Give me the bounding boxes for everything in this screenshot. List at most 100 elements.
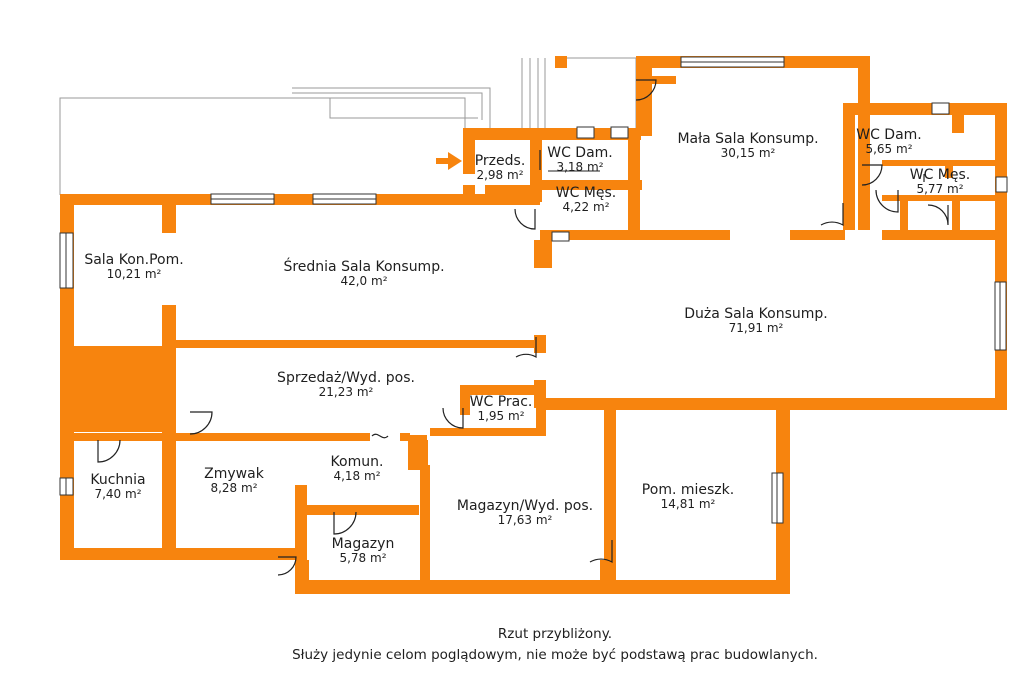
room-label-komun: Komun.4,18 m²	[331, 454, 384, 484]
wall-segment	[580, 230, 730, 240]
wall-segment	[555, 56, 567, 68]
wall-segment	[843, 103, 1007, 115]
room-area: 4,22 m²	[562, 200, 610, 215]
room-name: Magazyn	[331, 536, 395, 552]
room-name: Magazyn/Wyd. pos.	[456, 498, 594, 514]
wall-segment	[430, 428, 546, 436]
room-area: 10,21 m²	[106, 267, 162, 282]
wall-segment	[295, 580, 790, 594]
room-name: Duża Sala Konsump.	[684, 306, 828, 322]
wall-segment	[463, 128, 475, 174]
wall-segment	[540, 230, 600, 240]
room-area: 7,40 m²	[94, 487, 142, 502]
wall-segment	[534, 335, 546, 353]
wall-segment	[463, 185, 475, 205]
wall-segment	[843, 103, 855, 230]
wall-segment	[60, 440, 74, 560]
room-name: WC Męs.	[909, 167, 971, 183]
wall-segment	[952, 103, 964, 133]
room-label-sprzedaz: Sprzedaż/Wyd. pos.21,23 m²	[277, 370, 415, 400]
wall-segment	[60, 194, 535, 205]
room-name: WC Dam.	[547, 145, 613, 161]
room-label-magazyn-wyd: Magazyn/Wyd. pos.17,63 m²	[457, 498, 593, 528]
wall-segment	[651, 76, 676, 84]
wall-segment	[420, 465, 430, 590]
room-name: Kuchnia	[90, 472, 146, 488]
wall-segment	[460, 385, 540, 395]
room-area: 5,65 m²	[865, 142, 913, 157]
room-name: WC Prac.	[469, 394, 533, 410]
room-label-wc-dam-1: WC Dam.3,18 m²	[547, 145, 613, 175]
wall-segment	[307, 505, 419, 515]
room-label-przeds: Przeds.2,98 m²	[475, 153, 526, 183]
wall-segment	[952, 200, 960, 230]
wall-segment	[530, 140, 542, 202]
wall-segment	[882, 230, 1007, 240]
wall-segment	[882, 195, 1007, 201]
wall-segment	[882, 160, 1007, 166]
wall-segment	[162, 305, 176, 435]
wall-segment	[485, 185, 540, 205]
wall-segment	[408, 440, 428, 470]
room-area: 42,0 m²	[340, 274, 388, 289]
wall-segment	[540, 398, 1006, 410]
room-area: 3,18 m²	[556, 160, 604, 175]
wall-segment	[995, 103, 1007, 410]
wall-segment	[162, 340, 546, 348]
room-area: 71,91 m²	[728, 321, 784, 336]
wall-segment	[60, 433, 162, 441]
wall-segment	[460, 385, 470, 415]
wall-segment	[790, 230, 845, 240]
room-name: Zmywak	[204, 466, 264, 482]
room-area: 30,15 m²	[720, 146, 776, 161]
wall-segment	[636, 56, 652, 136]
wall-segment	[945, 160, 953, 178]
room-area: 5,78 m²	[339, 551, 387, 566]
doors	[97, 79, 949, 576]
wall-segment	[405, 435, 427, 441]
room-label-wc-prac: WC Prac.1,95 m²	[470, 394, 533, 424]
wall-segment	[530, 180, 642, 190]
kitchen-fill-block	[74, 346, 162, 432]
wall-segment	[628, 135, 640, 235]
wall-segment	[162, 205, 176, 233]
wall-segment	[463, 128, 641, 140]
wall-segment	[534, 240, 546, 268]
wall-segment	[536, 385, 546, 435]
room-area: 17,63 m²	[497, 513, 553, 528]
room-area: 1,95 m²	[477, 409, 525, 424]
room-name: Przeds.	[474, 153, 526, 169]
room-area: 8,28 m²	[210, 481, 258, 496]
windows	[59, 56, 1008, 524]
wall-segment	[175, 433, 370, 441]
room-name: Sprzedaż/Wyd. pos.	[277, 370, 415, 386]
room-name: Pom. mieszk.	[641, 482, 735, 498]
room-area: 5,77 m²	[916, 182, 964, 197]
room-label-wc-dam-2: WC Dam.5,65 m²	[856, 127, 922, 157]
room-area: 14,81 m²	[660, 497, 716, 512]
room-label-srednia-sala: Średnia Sala Konsump.42,0 m²	[283, 259, 444, 289]
disclaimer-line-1: Rzut przybliżony.	[497, 626, 613, 642]
room-area: 2,98 m²	[476, 168, 524, 183]
room-label-mala-sala: Mała Sala Konsump.30,15 m²	[677, 131, 818, 161]
wall-segment	[900, 200, 908, 230]
room-label-duza-sala: Duża Sala Konsump.71,91 m²	[684, 306, 827, 336]
room-label-pom-mieszk: Pom. mieszk.14,81 m²	[642, 482, 734, 512]
wall-segment	[858, 56, 870, 230]
room-name: Średnia Sala Konsump.	[283, 259, 445, 275]
room-name: Komun.	[330, 454, 384, 470]
room-name: Sala Kon.Pom.	[84, 252, 184, 268]
wall-segment	[162, 433, 176, 548]
room-label-wc-mes-2: WC Męs.5,77 m²	[910, 167, 971, 197]
room-name: Mała Sala Konsump.	[677, 131, 819, 147]
wall-segment	[400, 433, 410, 441]
wall-segment	[295, 485, 307, 560]
disclaimer-line-2: Służy jedynie celom poglądowym, nie może…	[292, 647, 818, 663]
wall-segment	[60, 548, 300, 560]
room-name: WC Męs.	[555, 185, 617, 201]
room-name: WC Dam.	[856, 127, 922, 143]
